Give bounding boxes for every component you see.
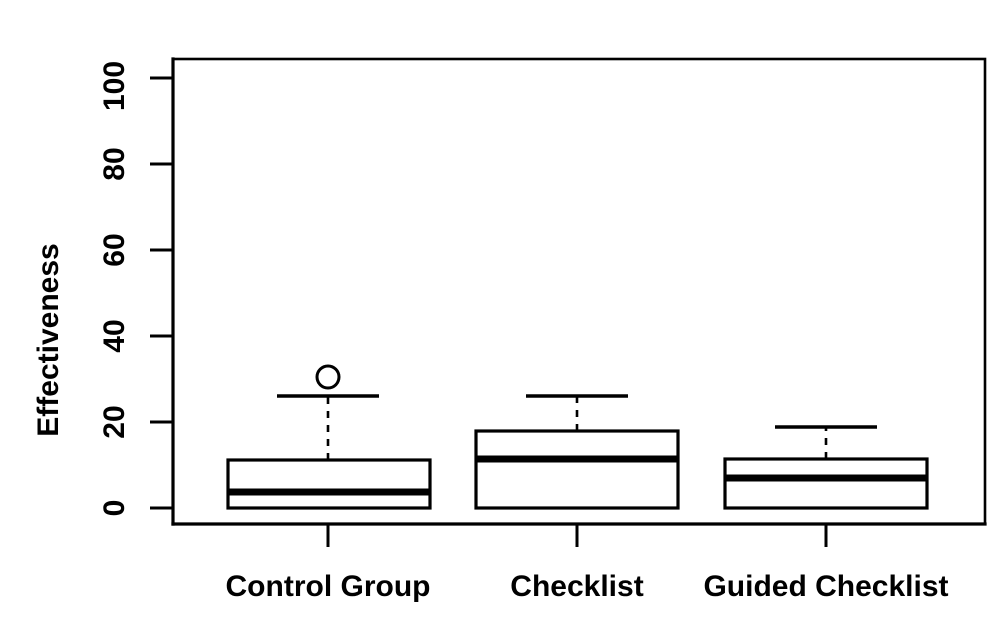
y-tick-label-40: 40	[98, 319, 131, 352]
box-guided-checklist	[723, 457, 929, 510]
x-tick-label-control-group: Control Group	[226, 570, 431, 603]
y-tick-label-60: 60	[98, 233, 131, 266]
box-control-group	[226, 458, 432, 510]
x-tick-label-group: Control Group Checklist Guided Checklist	[226, 570, 949, 603]
y-tick-label-group: 0 20 40 60 80 100	[98, 61, 131, 516]
boxplot-checklist	[474, 394, 680, 510]
boxplot-guided-checklist	[723, 425, 929, 510]
y-tick-group	[150, 76, 173, 510]
boxplot-control-group	[226, 364, 432, 510]
y-tick-label-100: 100	[98, 61, 131, 111]
y-axis-label: Effectiveness	[32, 243, 65, 436]
y-tick-label-80: 80	[98, 147, 131, 180]
box-checklist	[474, 429, 680, 510]
y-tick-label-0: 0	[98, 500, 131, 517]
x-tick-label-checklist: Checklist	[510, 570, 643, 603]
x-tick-group	[326, 524, 828, 547]
y-tick-label-20: 20	[98, 405, 131, 438]
outlier-point-control-group	[315, 364, 341, 390]
x-tick-label-guided-checklist: Guided Checklist	[703, 570, 948, 603]
